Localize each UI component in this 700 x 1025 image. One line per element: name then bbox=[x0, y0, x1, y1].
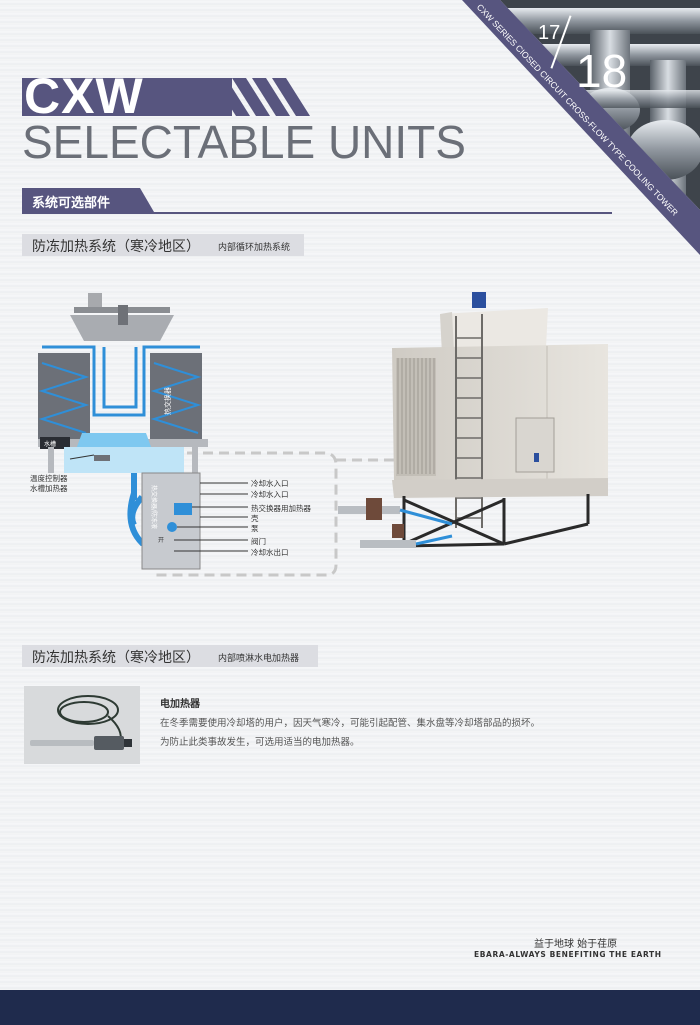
label-shell: 壳 bbox=[251, 514, 259, 523]
slogan-chinese: 益于地球 始于荏原 bbox=[534, 939, 618, 950]
label-pump: 泵 bbox=[251, 524, 259, 533]
bottom-bar bbox=[0, 990, 700, 1025]
heater-title: 电加热器 bbox=[160, 699, 200, 710]
open-label: 开 bbox=[158, 537, 164, 544]
heater-description: 在冬季需要使用冷却塔的用户，因天气寒冷，可能引起配管、集水盘等冷却塔部品的损坏。… bbox=[160, 714, 600, 752]
box-vertical-label: 热交换器/防冻液 bbox=[150, 485, 158, 529]
label-cooling-water-outlet: 冷却水出口 bbox=[251, 548, 289, 557]
label-valve: 阀门 bbox=[251, 537, 266, 546]
electric-heater-image bbox=[24, 686, 140, 764]
cooling-tower-image bbox=[338, 292, 608, 548]
page-number-left: 17 bbox=[538, 22, 561, 44]
system2-title: 防冻加热系统（寒冷地区） bbox=[32, 650, 200, 666]
label-cooling-water-inlet-1: 冷却水入口 bbox=[251, 479, 289, 488]
page-number-right: 18 bbox=[576, 45, 628, 97]
heater-desc-line1: 在冬季需要使用冷却塔的用户，因天气寒冷，可能引起配管、集水盘等冷却塔部品的损坏。 bbox=[160, 718, 541, 729]
heating-system-diagram: 热交换器 水槽 热交换器/防冻液 开 bbox=[38, 293, 416, 577]
header-stripes bbox=[212, 78, 310, 116]
brand-bar bbox=[22, 78, 232, 116]
system1-subtitle: 内部循环加热系统 bbox=[218, 243, 291, 253]
section-title-bg bbox=[22, 188, 154, 212]
heater-desc-line2: 为防止此类事故发生，可选用适当的电加热器。 bbox=[160, 737, 360, 748]
label-tank-heater: 水槽加热器 bbox=[30, 484, 68, 493]
corner-banner: CXW SERIES CIOSED CIRCUIT CROSS-FLOW TYP… bbox=[462, 0, 700, 255]
system2-subtitle: 内部喷淋水电加热器 bbox=[218, 654, 300, 664]
section-divider bbox=[22, 212, 612, 214]
label-temp-controller: 温度控制器 bbox=[30, 474, 68, 483]
system1-header: 防冻加热系统（寒冷地区） 内部循环加热系统 bbox=[22, 234, 304, 256]
slogan-english: EBARA-ALWAYS BENEFITING THE EARTH bbox=[474, 950, 662, 959]
system1-title: 防冻加热系统（寒冷地区） bbox=[32, 239, 200, 255]
system2-header: 防冻加热系统（寒冷地区） 内部喷淋水电加热器 bbox=[22, 645, 318, 667]
brand-name: CXW bbox=[24, 68, 144, 124]
page-title: SELECTABLE UNITS bbox=[22, 116, 466, 168]
small-unit-label: 水槽 bbox=[44, 440, 56, 448]
section-title: 系统可选部件 bbox=[32, 196, 111, 211]
label-exchanger-heater: 热交换器用加热器 bbox=[251, 504, 311, 513]
tower-label: 热交换器 bbox=[163, 387, 172, 415]
label-cooling-water-inlet-2: 冷却水入口 bbox=[251, 490, 289, 499]
